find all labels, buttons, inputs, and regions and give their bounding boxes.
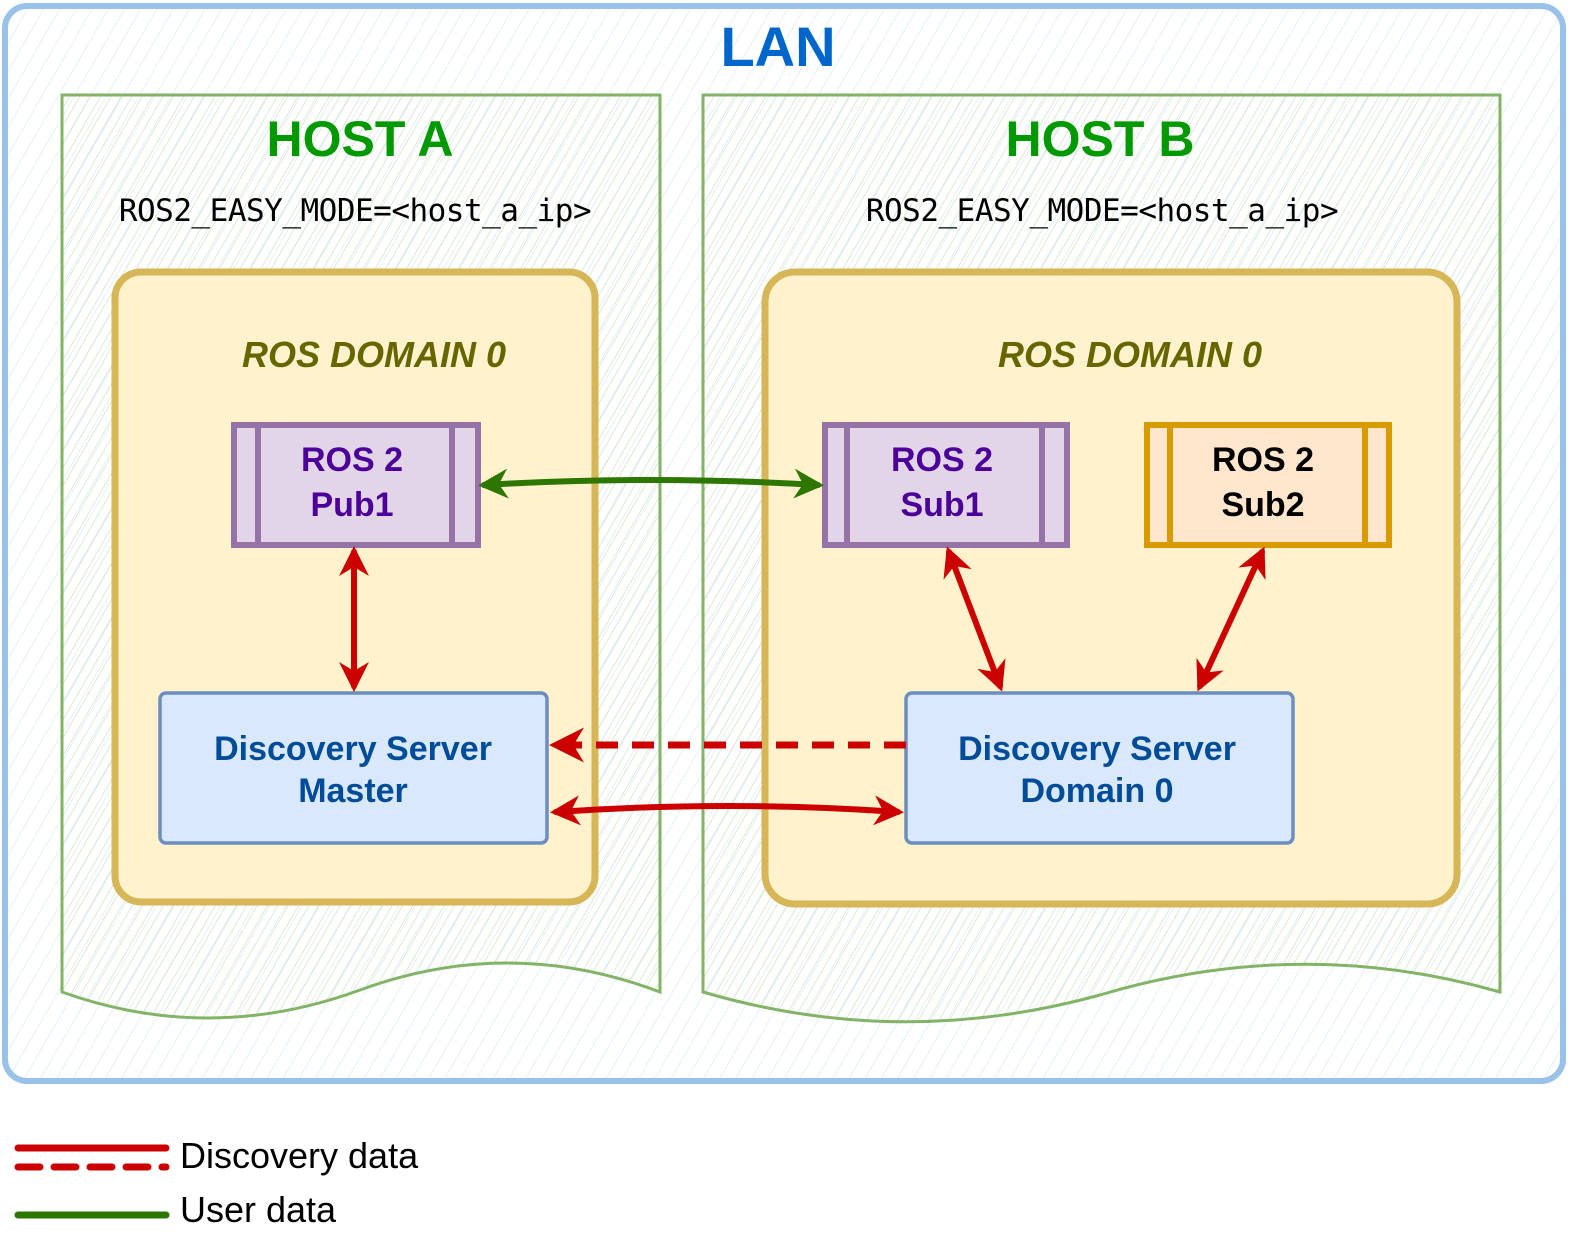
- master-line2: Master: [298, 772, 408, 810]
- host-a-env-var: ROS2_EASY_MODE=<host_a_ip>: [118, 193, 592, 229]
- domain0-line1: Discovery Server: [958, 730, 1236, 768]
- lan-title: LAN: [720, 15, 836, 78]
- host-a-domain-label: ROS DOMAIN 0: [241, 334, 507, 375]
- sub2-line2: Sub2: [1221, 486, 1305, 524]
- user-data-arrow-pub1-sub1: [478, 468, 824, 499]
- host-b-title: HOST B: [1005, 111, 1195, 167]
- sub1-line2: Sub1: [900, 486, 984, 524]
- pub1-node-shape: [231, 422, 481, 548]
- discovery-server-master[interactable]: Discovery Server Master: [163, 728, 543, 812]
- discovery-arrow-sub1-domain0: [943, 546, 1006, 692]
- pub1-line2: Pub1: [310, 486, 394, 524]
- sub2-node-shape: [1144, 422, 1392, 548]
- legend-discovery-label: Discovery data: [180, 1135, 419, 1176]
- pub1-line1: ROS 2: [300, 441, 404, 479]
- sub1-node-shape: [822, 422, 1070, 548]
- legend-discovery-line: [14, 1144, 170, 1171]
- discovery-server-domain0-shape: [904, 691, 1295, 845]
- discovery-arrow-master-domain0: [550, 795, 904, 826]
- host-b-domain-label: ROS DOMAIN 0: [997, 334, 1263, 375]
- legend-user-label: User data: [180, 1189, 337, 1230]
- host-a-title: HOST A: [266, 111, 454, 167]
- sub1-line1: ROS 2: [890, 441, 994, 479]
- pub1-node[interactable]: ROS 2 Pub1: [252, 438, 452, 528]
- domain0-line2: Domain 0: [1020, 772, 1174, 810]
- discovery-arrow-sub2-domain0: [1196, 546, 1266, 692]
- sub2-node[interactable]: ROS 2 Sub2: [1163, 438, 1363, 528]
- discovery-server-master-shape: [158, 691, 549, 845]
- discovery-server-domain0[interactable]: Discovery Server Domain 0: [907, 728, 1287, 812]
- master-line1: Discovery Server: [214, 730, 492, 768]
- host-b-env-var: ROS2_EASY_MODE=<host_a_ip>: [865, 193, 1339, 229]
- sub2-line1: ROS 2: [1211, 441, 1315, 479]
- sub1-node[interactable]: ROS 2 Sub1: [842, 438, 1042, 528]
